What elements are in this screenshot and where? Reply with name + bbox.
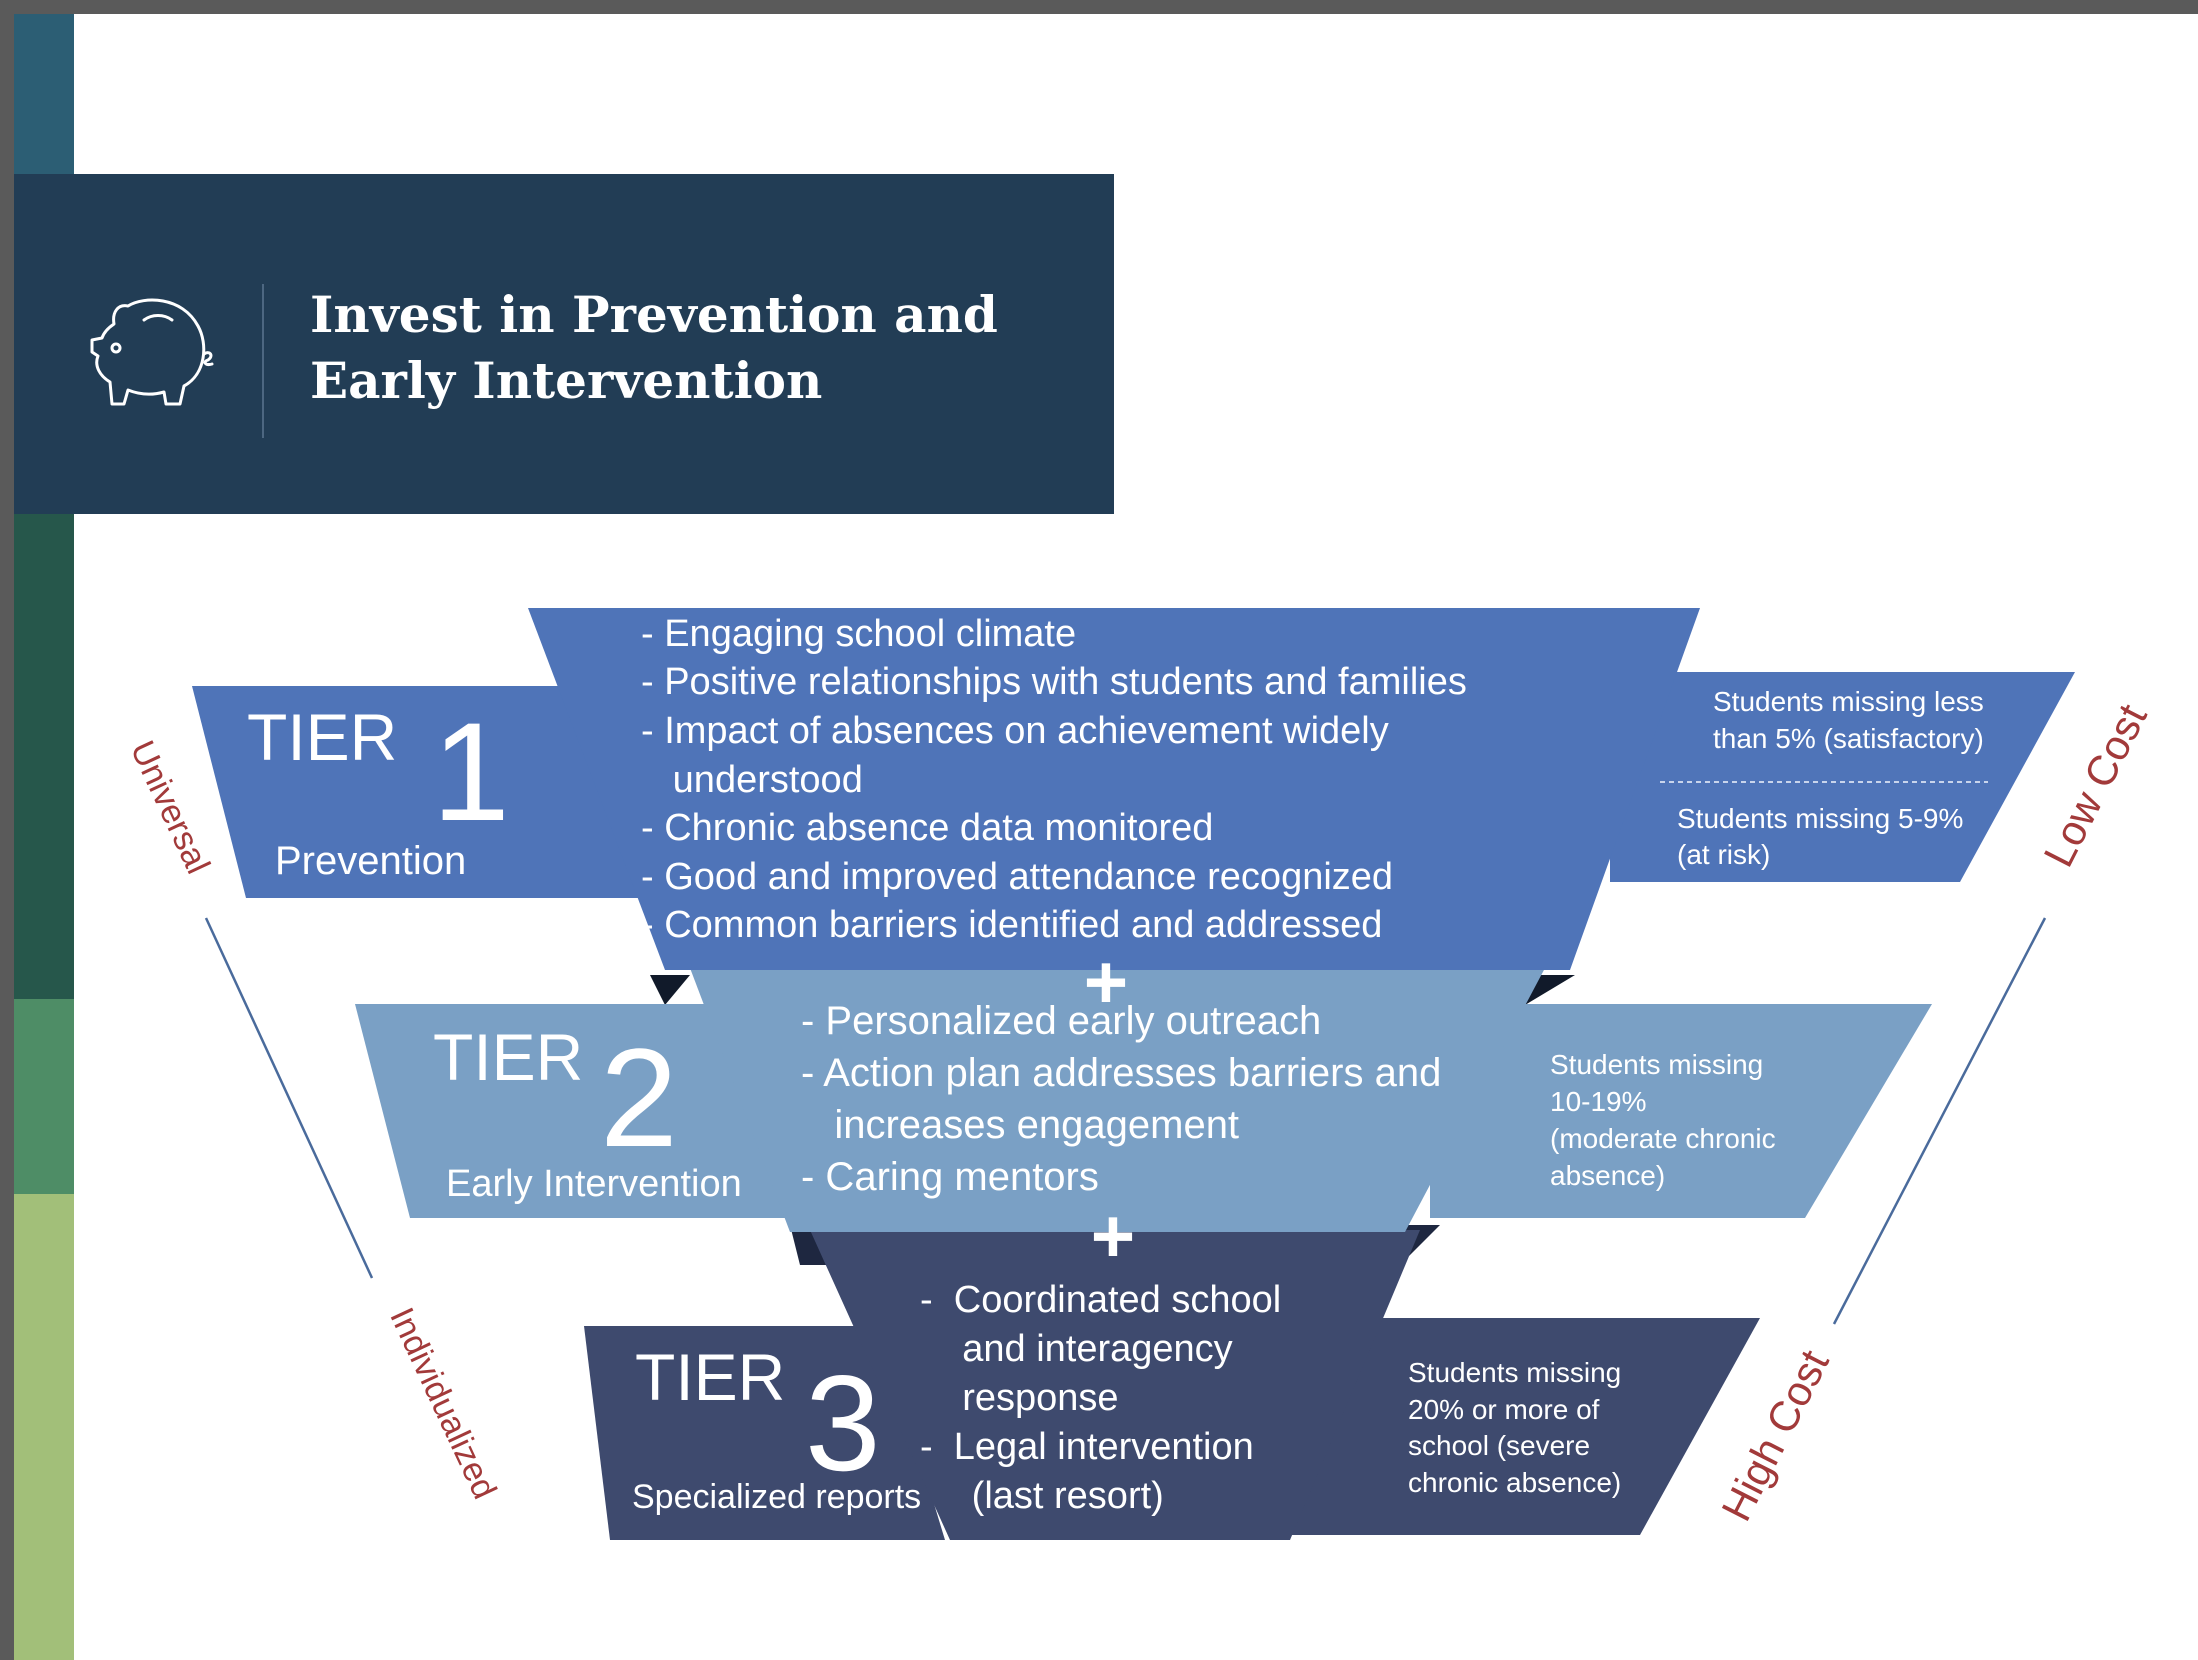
- tier-1-side-panel: [1610, 672, 2075, 882]
- tier-1-center-panel: [528, 608, 1700, 970]
- tier-2-note: Students missing: [1550, 1049, 1763, 1080]
- tier-2-label-panel: [355, 1004, 790, 1218]
- accent-band-green: [14, 999, 74, 1194]
- tier-2-item: increases engagement: [801, 1103, 1239, 1147]
- tier-3-item: and interagency: [920, 1328, 1233, 1370]
- tier-2-note: 10-19%: [1550, 1086, 1647, 1117]
- tier-3-item: - Legal intervention: [920, 1426, 1254, 1468]
- tier-3-item: - Coordinated school: [920, 1279, 1281, 1321]
- tier-3-note: school (severe: [1408, 1430, 1590, 1461]
- tier-1-label: TIER: [247, 700, 397, 774]
- title-line-2: Early Intervention: [310, 351, 823, 410]
- tier-2-name: Early Intervention: [446, 1163, 742, 1205]
- accent-band-darkgreen: [14, 514, 74, 999]
- tier-2-label: TIER: [433, 1020, 583, 1094]
- tier-1-item: - Positive relationships with students a…: [641, 661, 1467, 703]
- tier-2-note: absence): [1550, 1160, 1665, 1191]
- tier-3-center-panel: [810, 1230, 1420, 1540]
- tier-1-item: - Common barriers identified and address…: [641, 904, 1382, 946]
- tier-3-side-panel: [1270, 1318, 1760, 1535]
- tier-2-side-panel: [1430, 1004, 1932, 1218]
- high-cost-label: High Cost: [1712, 1342, 1838, 1528]
- header-banner: [14, 174, 1114, 514]
- tier-1-item: - Good and improved attendance recognize…: [641, 856, 1393, 898]
- individualized-label: Individualized: [382, 1302, 504, 1505]
- tier-shadow: [650, 975, 690, 1005]
- tier-3-note: Students missing: [1408, 1357, 1621, 1388]
- tier-1-note: Students missing 5-9%: [1677, 803, 1963, 834]
- left-connector-line: [204, 917, 374, 1279]
- tier-1-name: Prevention: [275, 839, 466, 883]
- tier-3-name: Specialized reports: [632, 1478, 921, 1516]
- tier-1-item: - Impact of absences on achievement wide…: [641, 710, 1389, 752]
- tier-1-item: - Engaging school climate: [641, 613, 1076, 655]
- plus-icon: +: [1091, 1194, 1135, 1279]
- tier-1-note: than 5% (satisfactory): [1713, 723, 1984, 754]
- tier-2-item: - Action plan addresses barriers and: [801, 1051, 1441, 1095]
- tier-3-label-panel: [584, 1326, 945, 1540]
- tier-3-note: 20% or more of: [1408, 1394, 1600, 1425]
- tier-3-item: (last resort): [940, 1475, 1164, 1517]
- tier-3-label: TIER: [635, 1340, 785, 1414]
- title-line-1: Invest in Prevention and: [310, 285, 998, 344]
- accent-band-lightgreen: [14, 1194, 74, 1660]
- plus-icon: +: [1084, 940, 1128, 1025]
- accent-band-teal: [14, 14, 74, 174]
- tier-1-number: 1: [432, 693, 510, 850]
- tier-1-note: Students missing less: [1713, 686, 1984, 717]
- low-cost-label: Low Cost: [2034, 696, 2156, 874]
- tier-2-center-panel: [690, 968, 1545, 1232]
- tier-3-number: 3: [805, 1347, 881, 1499]
- right-connector-line: [1832, 917, 2047, 1325]
- tier-1-item: understood: [641, 759, 863, 801]
- piggy-bank-icon: [84, 286, 224, 426]
- tier-1-item: - Chronic absence data monitored: [641, 807, 1213, 849]
- header-divider: [262, 284, 264, 438]
- universal-label: Universal: [123, 735, 217, 880]
- tier-2-item: - Caring mentors: [801, 1155, 1099, 1199]
- tier-1-note: (at risk): [1677, 839, 1770, 870]
- tier-3-item: response: [920, 1377, 1119, 1419]
- tier-2-item: - Personalized early outreach: [801, 999, 1321, 1043]
- tier-2-number: 2: [600, 1019, 678, 1176]
- tier-2-note: (moderate chronic: [1550, 1123, 1776, 1154]
- tier-3-note: chronic absence): [1408, 1467, 1621, 1498]
- tier-shadow: [1525, 975, 1575, 1005]
